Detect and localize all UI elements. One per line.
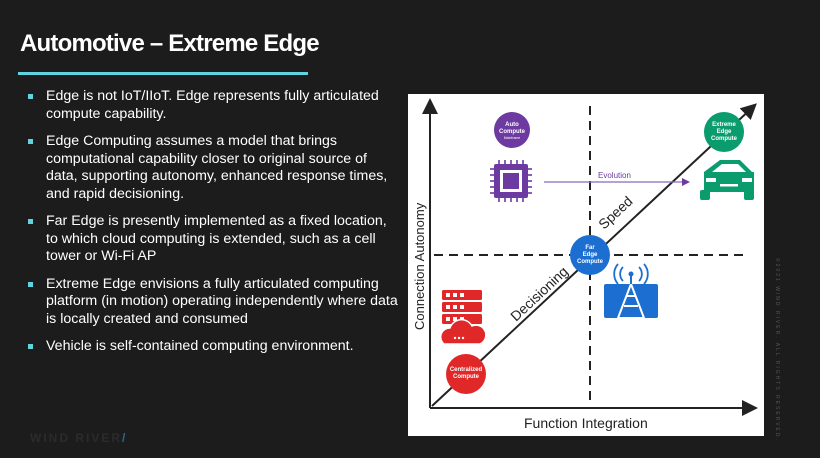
far-edge-label: Edge bbox=[583, 252, 598, 258]
bullet-marker bbox=[28, 344, 33, 349]
far-edge-label: Compute bbox=[577, 259, 604, 265]
slide-title: Automotive – Extreme Edge bbox=[20, 30, 320, 57]
centralized-compute-label: Centralized bbox=[450, 367, 483, 373]
bullet-marker bbox=[28, 94, 33, 99]
centralized-compute-node bbox=[446, 354, 486, 394]
bullet-marker bbox=[28, 281, 33, 287]
cell-tower-icon bbox=[604, 263, 658, 319]
edge-diagram-svg: Connection Autonomy Function Integration… bbox=[412, 98, 758, 431]
bullet-item: Far Edge is presently implemented as a f… bbox=[28, 213, 398, 266]
evolution-label: Evolution bbox=[598, 171, 631, 180]
centralized-compute-label: Compute bbox=[453, 374, 480, 380]
far-edge-node bbox=[570, 235, 610, 275]
y-axis-label: Connection Autonomy bbox=[412, 202, 427, 330]
chip-icon bbox=[490, 160, 532, 202]
bullet-item: Edge is not IoT/IIoT. Edge represents fu… bbox=[28, 88, 398, 123]
bullet-item: Edge Computing assumes a model that brin… bbox=[28, 133, 398, 203]
evolution-arrowhead bbox=[682, 178, 690, 186]
bullet-marker bbox=[28, 139, 33, 144]
extreme-edge-node bbox=[704, 112, 744, 152]
copyright-note: ©2021 WIND RIVER. ALL RIGHTS RESERVED. bbox=[774, 258, 780, 442]
auto-compute-sublabel: Mainframe bbox=[504, 136, 521, 140]
car-icon bbox=[700, 160, 754, 200]
extreme-edge-label: Extreme bbox=[712, 122, 736, 128]
far-edge-label: Far bbox=[585, 245, 595, 251]
datacenter-cloud-icon bbox=[439, 290, 487, 345]
company-logo: WIND RIVER/ bbox=[30, 431, 128, 445]
extreme-edge-label: Edge bbox=[717, 129, 732, 135]
bullet-list: Edge is not IoT/IIoT. Edge represents fu… bbox=[28, 88, 398, 366]
edge-diagram: Connection Autonomy Function Integration… bbox=[408, 94, 764, 436]
speed-label: Speed bbox=[595, 193, 636, 232]
auto-compute-label: Compute bbox=[499, 129, 526, 135]
title-underline bbox=[18, 72, 308, 75]
extreme-edge-label: Compute bbox=[711, 136, 738, 142]
auto-compute-node bbox=[494, 112, 530, 148]
bullet-item: Extreme Edge envisions a fully articulat… bbox=[28, 276, 398, 329]
x-axis-label: Function Integration bbox=[524, 415, 648, 431]
decisioning-label: Decisioning bbox=[507, 263, 571, 324]
auto-compute-label: Auto bbox=[505, 122, 519, 128]
bullet-item: Vehicle is self-contained computing envi… bbox=[28, 338, 398, 356]
bullet-marker bbox=[28, 219, 33, 224]
